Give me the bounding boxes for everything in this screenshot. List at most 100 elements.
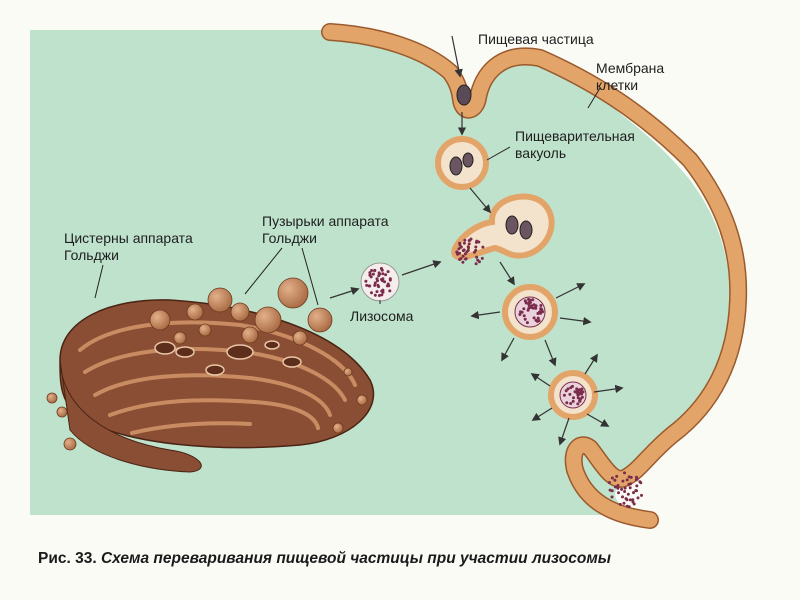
lysosome-granules [364, 237, 643, 509]
enzyme-granule [531, 298, 535, 302]
caption-number: Рис. 33. [38, 550, 97, 567]
label-golgi-vesicles-line2: Гольджи [262, 230, 317, 246]
enzyme-granule [458, 241, 462, 245]
enzyme-granule [562, 393, 566, 397]
enzyme-granule [625, 504, 629, 508]
enzyme-granule [529, 306, 533, 309]
enzyme-granule [373, 293, 377, 297]
enzyme-granule [465, 250, 469, 254]
enzyme-granule [368, 284, 372, 288]
golgi-vesicles [149, 277, 333, 346]
label-digestive-vacuole-line2: вакуоль [515, 145, 567, 161]
label-pointers [94, 87, 601, 306]
food-particle [456, 84, 472, 106]
enzyme-granule [380, 289, 384, 293]
enzyme-granule [616, 486, 620, 490]
enzyme-granule [621, 495, 624, 499]
enzyme-granule [481, 245, 485, 249]
enzyme-granule [613, 485, 617, 489]
enzyme-granule [468, 238, 472, 242]
enzyme-granule [375, 277, 379, 281]
enzyme-granule [524, 301, 528, 305]
enzyme-granule [564, 389, 568, 393]
enzyme-granule [375, 290, 379, 294]
enzyme-granule [565, 401, 569, 405]
enzyme-granule [534, 306, 538, 310]
enzyme-granule [631, 498, 635, 502]
enzyme-granule [388, 289, 392, 293]
label-digestive-vacuole-line1: Пищеварительная [515, 128, 635, 144]
digestive-vacuole [435, 136, 489, 190]
enzyme-granule [462, 241, 466, 245]
enzyme-granule [373, 269, 377, 273]
enzyme-granule [537, 319, 541, 323]
enzyme-granule [536, 316, 540, 320]
enzyme-granule [631, 500, 635, 504]
enzyme-granule [629, 482, 633, 486]
enzyme-granule [628, 498, 632, 502]
lysosome-digestion-diagram [30, 23, 748, 529]
enzyme-granule [573, 390, 577, 394]
enzyme-granule [380, 293, 384, 297]
enzyme-granule [464, 257, 468, 261]
enzyme-granule [373, 281, 377, 285]
enzyme-granule [568, 392, 572, 396]
enzyme-granule [623, 471, 626, 475]
enzyme-granule [364, 279, 368, 283]
label-cell-membrane-line1: Мембрана [596, 60, 665, 76]
enzyme-granule [385, 284, 389, 288]
enzyme-granule [522, 314, 526, 318]
enzyme-granule [455, 250, 459, 254]
secondary-lysosome [502, 284, 558, 340]
residual-vacuole [548, 370, 598, 420]
enzyme-granule [466, 245, 470, 249]
enzyme-granule [622, 501, 626, 505]
enzyme-granule [380, 267, 383, 270]
enzyme-granule [617, 491, 620, 495]
enzyme-granule [540, 308, 544, 311]
enzyme-granule [474, 245, 478, 249]
label-golgi-cisterns-line1: Цистерны аппарата [64, 230, 193, 246]
enzyme-granule [632, 491, 635, 495]
enzyme-granule [536, 312, 540, 315]
enzyme-granule [474, 262, 478, 266]
enzyme-granule [539, 304, 543, 307]
golgi-small-vesicles [46, 367, 368, 451]
enzyme-granule [377, 274, 381, 278]
golgi-apparatus [46, 277, 375, 473]
fusion-vacuole [451, 193, 555, 261]
figure-caption: Рис. 33. Схема переваривания пищевой час… [38, 550, 778, 568]
caption-text: Схема переваривания пищевой частицы при … [100, 550, 612, 567]
enzyme-granule [523, 317, 527, 321]
enzyme-granule [365, 283, 369, 287]
enzyme-granule [615, 474, 619, 478]
enzyme-granule [620, 487, 624, 491]
enzyme-granule [613, 478, 617, 482]
enzyme-granule [621, 479, 625, 483]
enzyme-granule [462, 248, 466, 252]
enzyme-granule [475, 255, 479, 259]
enzyme-granule [534, 304, 538, 308]
enzyme-granule [518, 313, 522, 316]
enzyme-granule [572, 396, 575, 400]
enzyme-granule [370, 269, 374, 272]
enzyme-granule [569, 402, 573, 405]
enzyme-granule [635, 489, 638, 493]
label-golgi-cisterns-line2: Гольджи [64, 247, 119, 263]
enzyme-granule [461, 254, 465, 258]
enzyme-granule [623, 490, 627, 493]
enzyme-granule [628, 486, 632, 490]
enzyme-granule [386, 270, 390, 274]
enzyme-granule [640, 493, 643, 497]
enzyme-granule [635, 484, 639, 488]
enzyme-granule [519, 310, 522, 314]
enzyme-granule [571, 399, 575, 403]
label-golgi-vesicles-line1: Пузырьки аппарата [262, 213, 389, 229]
enzyme-granule [608, 488, 612, 492]
enzyme-granule [467, 242, 471, 246]
enzyme-granule [526, 308, 530, 312]
enzyme-granule [625, 478, 629, 482]
enzyme-granule [610, 476, 614, 480]
enzyme-granule [383, 280, 387, 284]
